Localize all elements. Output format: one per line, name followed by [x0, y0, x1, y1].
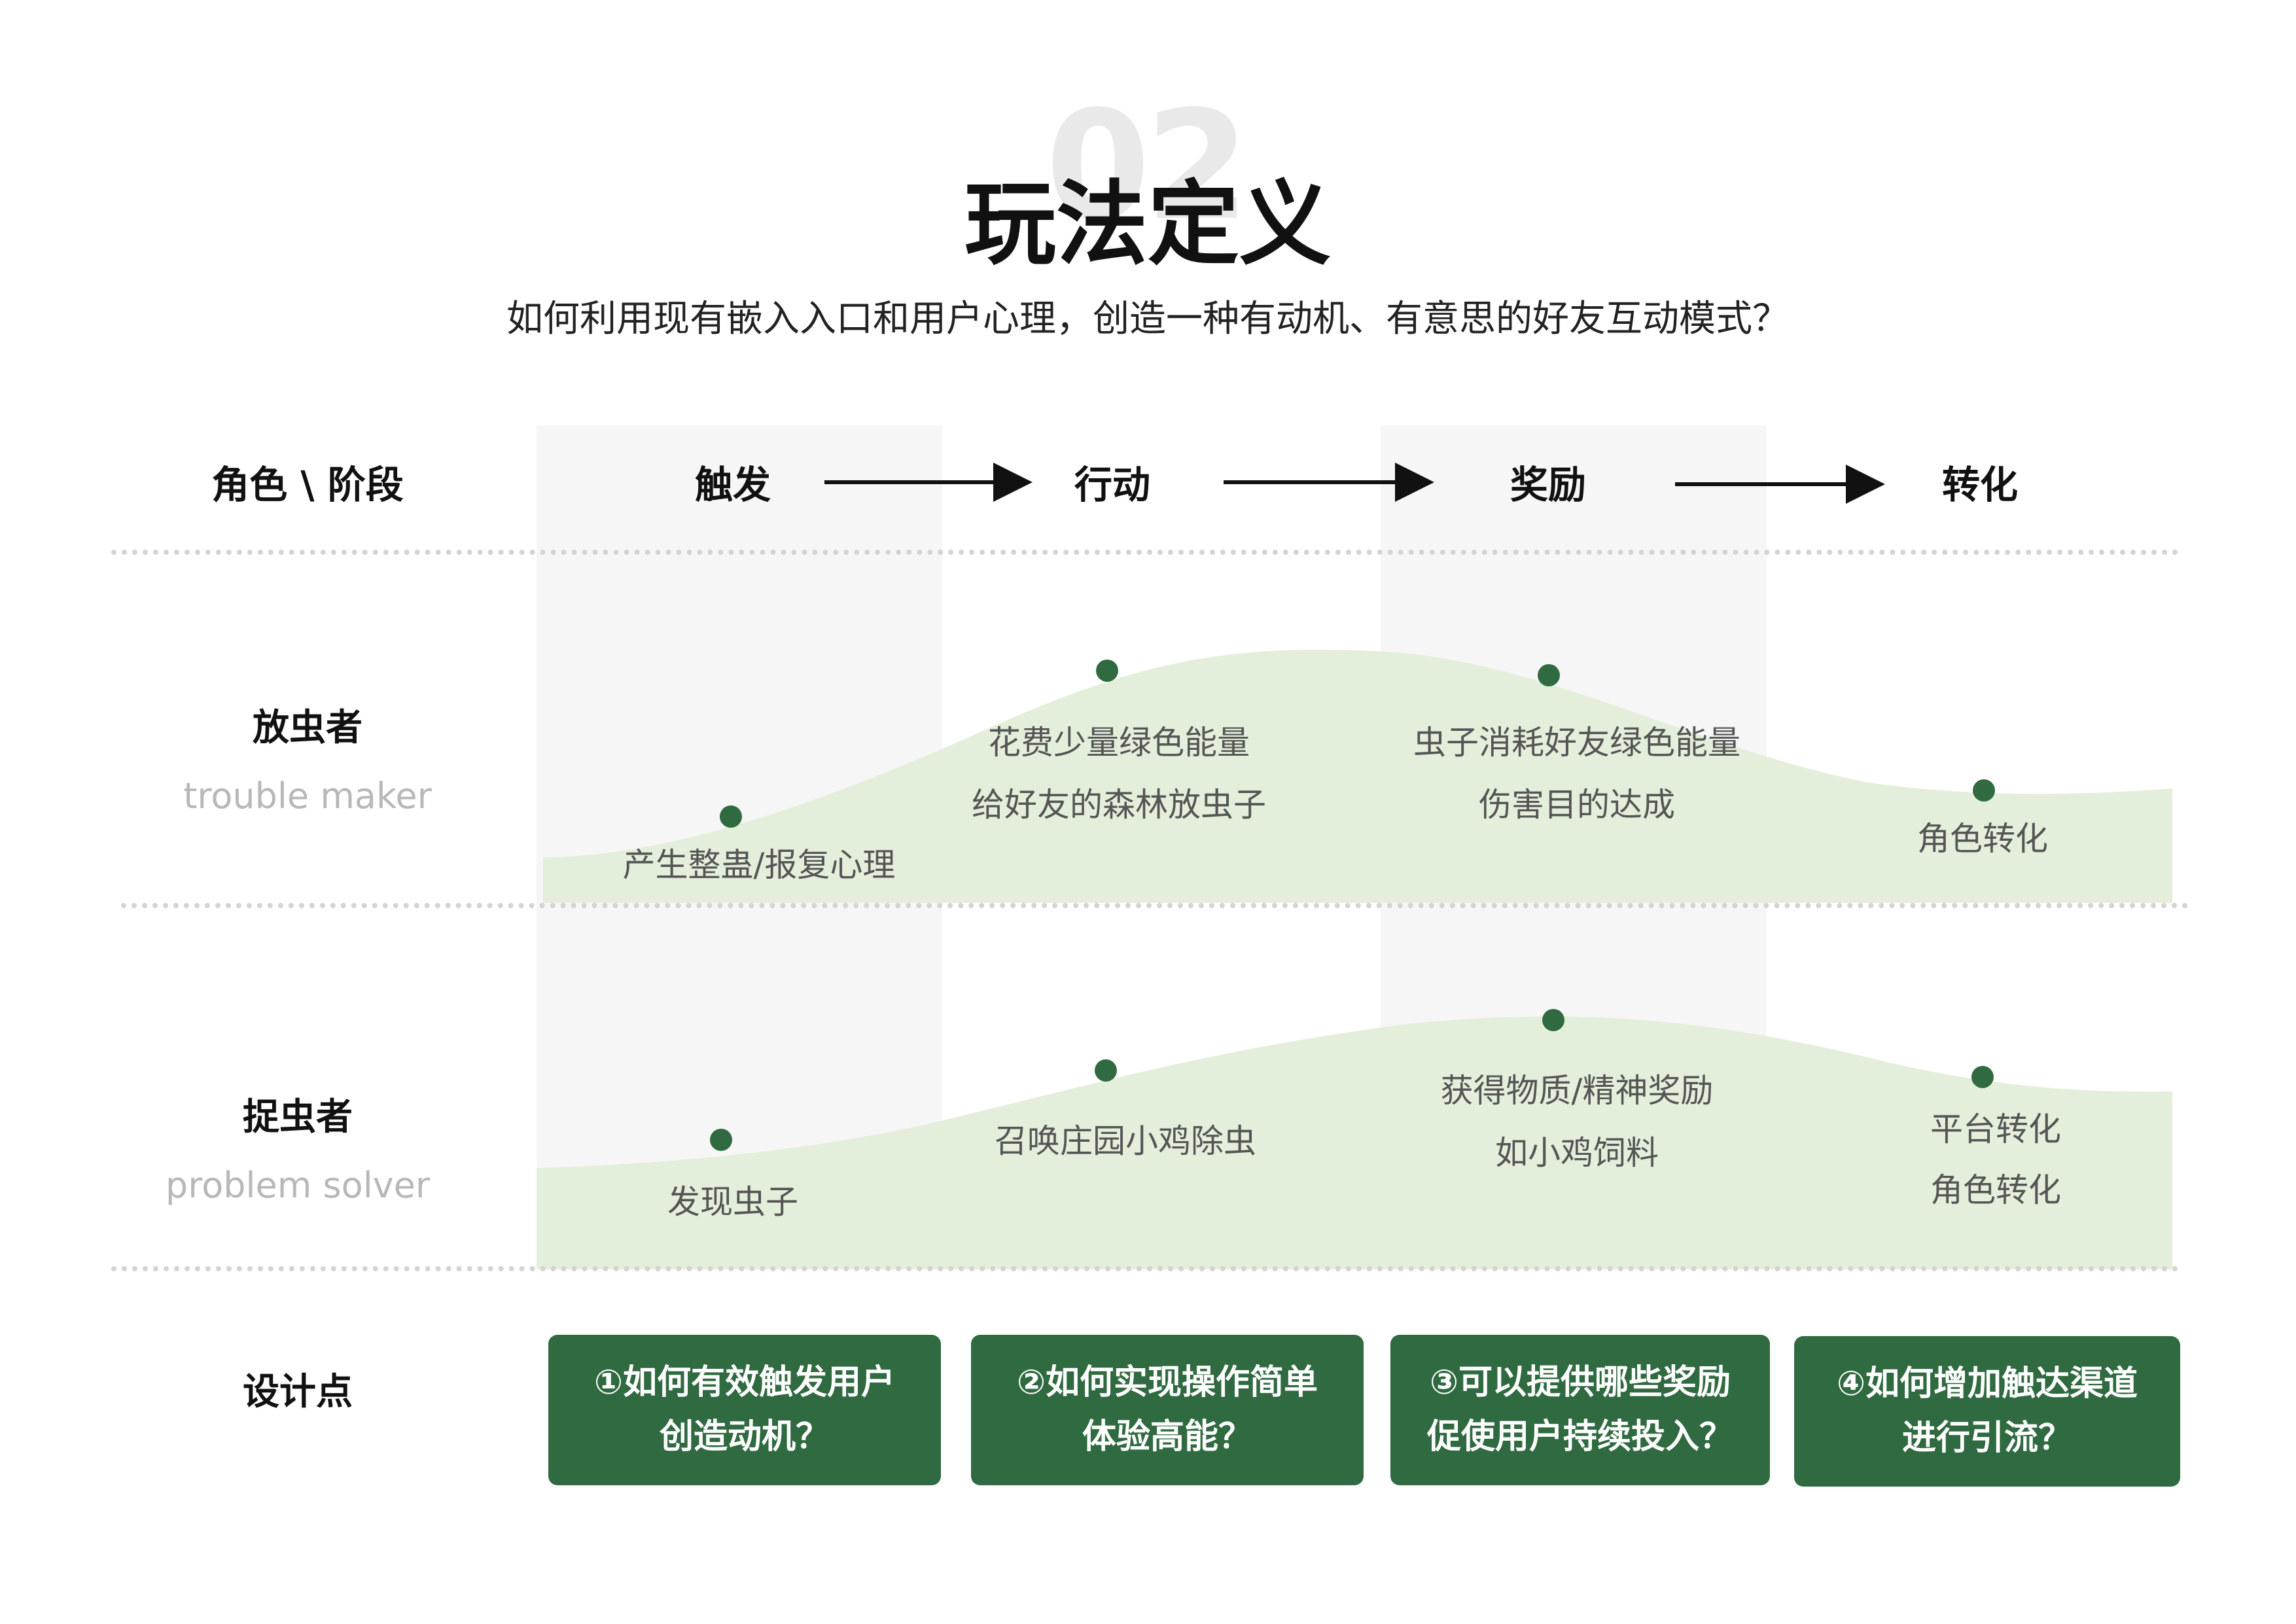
step-text: 召唤庄园小鸡除虫	[995, 1122, 1256, 1160]
page-title: 玩法定义	[964, 171, 1331, 278]
step-text: 获得物质/精神奖励 如小鸡饲料	[1440, 1072, 1714, 1172]
step-text: 虫子消耗好友绿色能量 伤害目的达成	[1413, 724, 1740, 824]
design-points-label: 设计点	[243, 1371, 353, 1413]
curve-area-problem-solver	[537, 1016, 2172, 1269]
separator	[121, 903, 2189, 908]
step-dot	[710, 1129, 732, 1151]
step-text: 发现虫子	[667, 1183, 798, 1221]
step-text: 角色转化	[1917, 820, 2048, 858]
corner-header: 角色 \ 阶段	[211, 463, 404, 507]
step-text: 产生整蛊/报复心理	[622, 846, 896, 884]
stage-header-trigger: 触发	[694, 463, 771, 507]
step-text: 花费少量绿色能量 给好友的森林放虫子	[972, 724, 1266, 824]
design-point-card: ③可以提供哪些奖励 促使用户持续投入？	[1390, 1335, 1770, 1485]
separator	[111, 550, 2179, 555]
stage-header-action: 行动	[1074, 463, 1150, 507]
step-text: 平台转化 角色转化	[1930, 1110, 2061, 1209]
step-dot	[720, 805, 742, 828]
role-english-problem-solver: problem solver	[165, 1165, 431, 1206]
stage-header-reward: 奖励	[1510, 463, 1586, 507]
step-dot	[1971, 1066, 1994, 1088]
design-point-card: ②如何实现操作简单 体验高能？	[971, 1335, 1364, 1485]
role-name-problem-solver: 捉虫者	[243, 1096, 353, 1139]
page-subtitle: 如何利用现有嵌入入口和用户心理，创造一种有动机、有意思的好友互动模式？	[506, 298, 1789, 340]
design-point-card: ④如何增加触达渠道 进行引流？	[1794, 1336, 2180, 1487]
step-dot	[1538, 664, 1560, 686]
design-point-card: ①如何有效触发用户 创造动机？	[548, 1335, 941, 1485]
role-english-trouble-maker: trouble maker	[183, 775, 432, 817]
separator	[111, 1266, 2179, 1271]
role-name-trouble-maker: 放虫者	[253, 707, 362, 749]
section-number: 02	[1045, 79, 1250, 254]
step-dot	[1973, 779, 1995, 802]
curve-area-trouble-maker	[543, 649, 2172, 903]
step-dot	[1542, 1009, 1564, 1031]
stage-header-convert: 转化	[1941, 463, 2018, 507]
step-dot	[1095, 1059, 1117, 1082]
step-dot	[1096, 660, 1118, 682]
